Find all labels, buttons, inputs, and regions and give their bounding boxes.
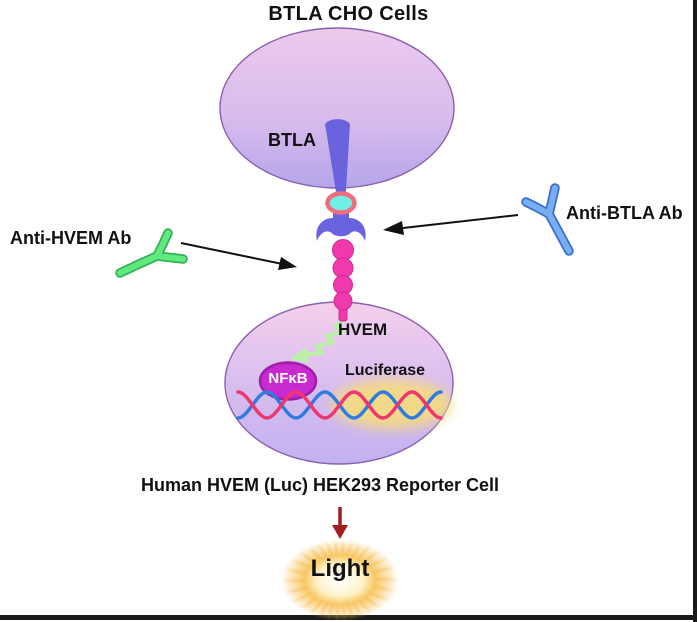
reporter-cell-caption: Human HVEM (Luc) HEK293 Reporter Cell bbox=[140, 475, 500, 495]
anti-hvem-arrow bbox=[180, 242, 297, 270]
diagram-title: BTLA CHO Cells bbox=[268, 3, 429, 25]
anti-btla-arrow bbox=[383, 214, 519, 235]
luciferase-glow bbox=[332, 379, 452, 429]
btla-crescent bbox=[316, 209, 366, 241]
btla-protein-wedge bbox=[325, 119, 350, 198]
frame-border-right bbox=[693, 0, 697, 622]
binding-site-ring bbox=[325, 191, 357, 215]
dna-helix bbox=[236, 390, 443, 420]
light-label: Light bbox=[310, 555, 370, 582]
light-burst bbox=[281, 539, 399, 621]
luciferase-label: Luciferase bbox=[345, 362, 426, 379]
dna-strand-pink bbox=[236, 390, 443, 420]
green-antibody-icon bbox=[115, 228, 188, 278]
hvem-bead-chain bbox=[332, 239, 354, 322]
signal-zigzag-arrow bbox=[290, 317, 346, 363]
anti-hvem-ab-label: Anti-HVEM Ab bbox=[10, 228, 132, 248]
zigzag-arrowhead bbox=[290, 347, 308, 363]
induction-arrow bbox=[332, 507, 348, 539]
blue-antibody-icon bbox=[521, 183, 574, 256]
hvem-label: HVEM bbox=[338, 320, 388, 339]
anti-btla-ab-label: Anti-BTLA Ab bbox=[566, 203, 683, 223]
light-burst-glow bbox=[281, 539, 399, 621]
btla-label: BTLA bbox=[268, 130, 316, 150]
nfkb-label: NFκB bbox=[268, 370, 308, 387]
